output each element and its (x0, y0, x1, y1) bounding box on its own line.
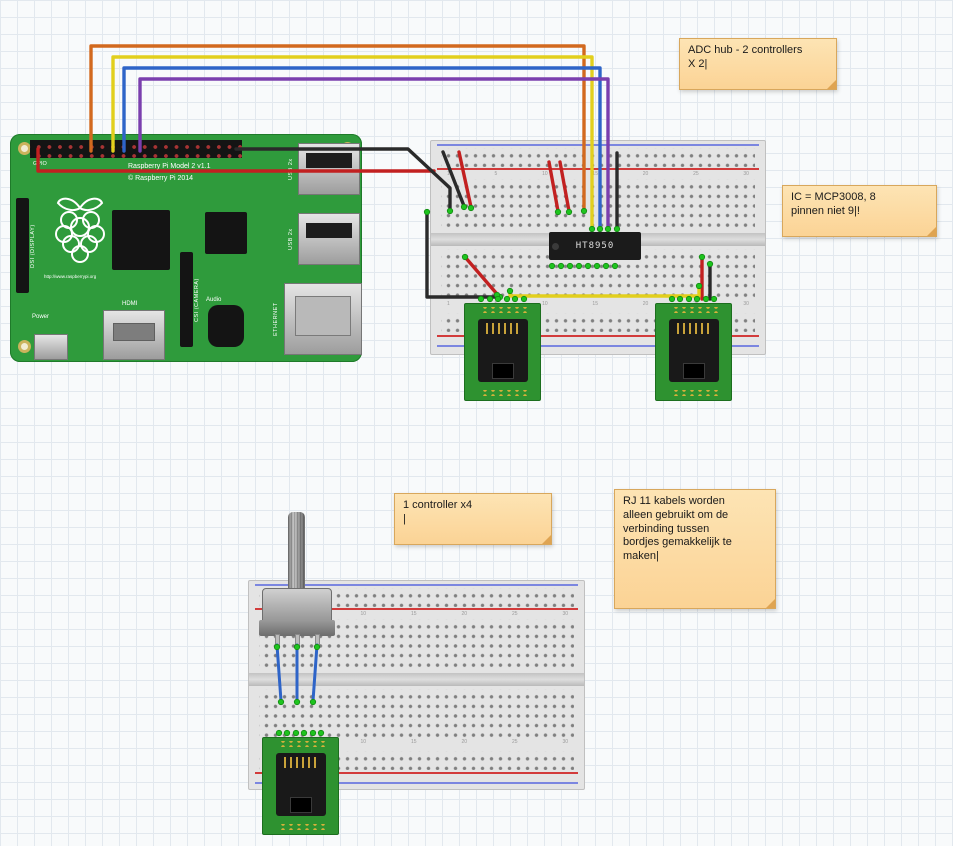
usb-slot (306, 153, 352, 168)
main-holes (441, 179, 755, 229)
rj11-pins (670, 390, 718, 396)
sticky-note-controller[interactable]: 1 controller x4 | (394, 493, 552, 545)
audio-jack (208, 305, 244, 347)
ethernet-port (284, 283, 362, 355)
rj11-pins (670, 307, 718, 313)
usb-controller-chip (205, 212, 247, 254)
audio-label: Audio (206, 297, 222, 303)
rail-line-blue (437, 345, 759, 347)
sticky-note-adc-hub[interactable]: ADC hub - 2 controllers X 2| (679, 38, 837, 90)
rj11-socket (669, 319, 719, 382)
raspberry-pi-board[interactable]: GPIO Raspberry Pi Model 2 v1.1 © Raspber… (10, 134, 362, 362)
note-text: RJ 11 kabels worden alleen gebruikt om d… (623, 495, 732, 562)
col-num: 20 (642, 301, 649, 307)
gpio-header (30, 140, 242, 158)
csi-label: CSI (CAMERA) (194, 278, 200, 322)
rail-line-red (437, 168, 759, 170)
dsi-connector (16, 198, 29, 293)
rail-holes (259, 588, 574, 607)
col-num: 15 (592, 301, 598, 307)
rj11-pins (277, 824, 325, 830)
hdmi-label: HDMI (122, 301, 138, 307)
col-num: 25 (693, 171, 699, 177)
rail-holes (441, 148, 755, 167)
col-num: 10 (360, 739, 366, 745)
rail-line-blue (255, 782, 578, 784)
soc-chip (112, 210, 170, 270)
col-num: 30 (562, 739, 568, 745)
pot-leg (295, 634, 300, 647)
csi-connector (180, 252, 193, 347)
rj11-socket (478, 319, 528, 382)
col-num: 10 (542, 301, 548, 307)
rj11-jack-right[interactable] (655, 303, 732, 401)
sticky-note-ic[interactable]: IC = MCP3008, 8 pinnen niet 9|! (782, 185, 937, 237)
col-num: 25 (511, 611, 518, 617)
rj11-pins (479, 390, 527, 396)
col-num: 30 (562, 611, 568, 617)
potentiometer[interactable] (259, 512, 335, 648)
col-num: 10 (360, 611, 366, 617)
pot-leg (275, 634, 280, 647)
gpio-label: GPIO (33, 161, 47, 167)
usb-label: USB 2x (288, 228, 294, 250)
sticky-note-rj11[interactable]: RJ 11 kabels worden alleen gebruikt om d… (614, 489, 776, 609)
col-num: 20 (642, 171, 649, 177)
power-port (34, 334, 68, 360)
usb-label: USB 2x (288, 158, 294, 180)
col-num: 15 (592, 171, 598, 177)
board-copyright: © Raspberry Pi 2014 (128, 175, 194, 182)
usb-slot (306, 223, 352, 238)
col-num: 10 (542, 171, 548, 177)
rj11-jack-left[interactable] (464, 303, 541, 401)
rail-line-red (437, 335, 759, 337)
mounting-hole (18, 142, 31, 155)
col-num: 15 (410, 611, 417, 617)
ic-chip[interactable]: HT8950 (549, 232, 641, 260)
note-text: 1 controller x4 | (403, 499, 473, 525)
pot-base (259, 620, 335, 636)
col-num: 1 (447, 171, 450, 177)
note-text: IC = MCP3008, 8 pinnen niet 9|! (791, 191, 876, 217)
col-num: 30 (743, 171, 749, 177)
rj11-jack-bottom[interactable] (262, 737, 339, 835)
col-num: 1 (447, 301, 450, 307)
pot-shaft (288, 512, 305, 592)
dsi-label: DSI (DISPLAY) (30, 224, 36, 268)
ethernet-slot (295, 296, 351, 336)
col-num: 20 (461, 739, 467, 745)
col-num: 25 (511, 739, 518, 745)
mounting-hole (18, 340, 31, 353)
col-num: 20 (461, 611, 467, 617)
power-label: Power (32, 314, 50, 320)
main-holes (259, 689, 574, 739)
rj11-pins (479, 307, 527, 313)
rj11-pins (277, 741, 325, 747)
rail-line-red (255, 772, 578, 774)
rj11-socket (276, 753, 326, 816)
ethernet-label: ETHERNET (273, 302, 279, 336)
rail-line-blue (437, 144, 759, 146)
col-num: 5 (494, 171, 498, 177)
hdmi-port (103, 310, 165, 360)
pot-leg (315, 634, 320, 647)
hdmi-slot (113, 323, 155, 341)
usb-port (298, 143, 360, 195)
col-num: 15 (410, 739, 417, 745)
note-text: ADC hub - 2 controllers X 2| (688, 44, 803, 70)
center-groove (249, 673, 584, 686)
raspberry-logo-icon (55, 197, 105, 263)
board-title: Raspberry Pi Model 2 v1.1 (128, 163, 211, 170)
rail-line-red (255, 608, 578, 610)
rail-line-blue (255, 584, 578, 586)
usb-port (298, 213, 360, 265)
col-num: 30 (743, 301, 749, 307)
board-url: http://www.raspberrypi.org (44, 274, 97, 279)
ic-label: HT8950 (575, 241, 615, 251)
